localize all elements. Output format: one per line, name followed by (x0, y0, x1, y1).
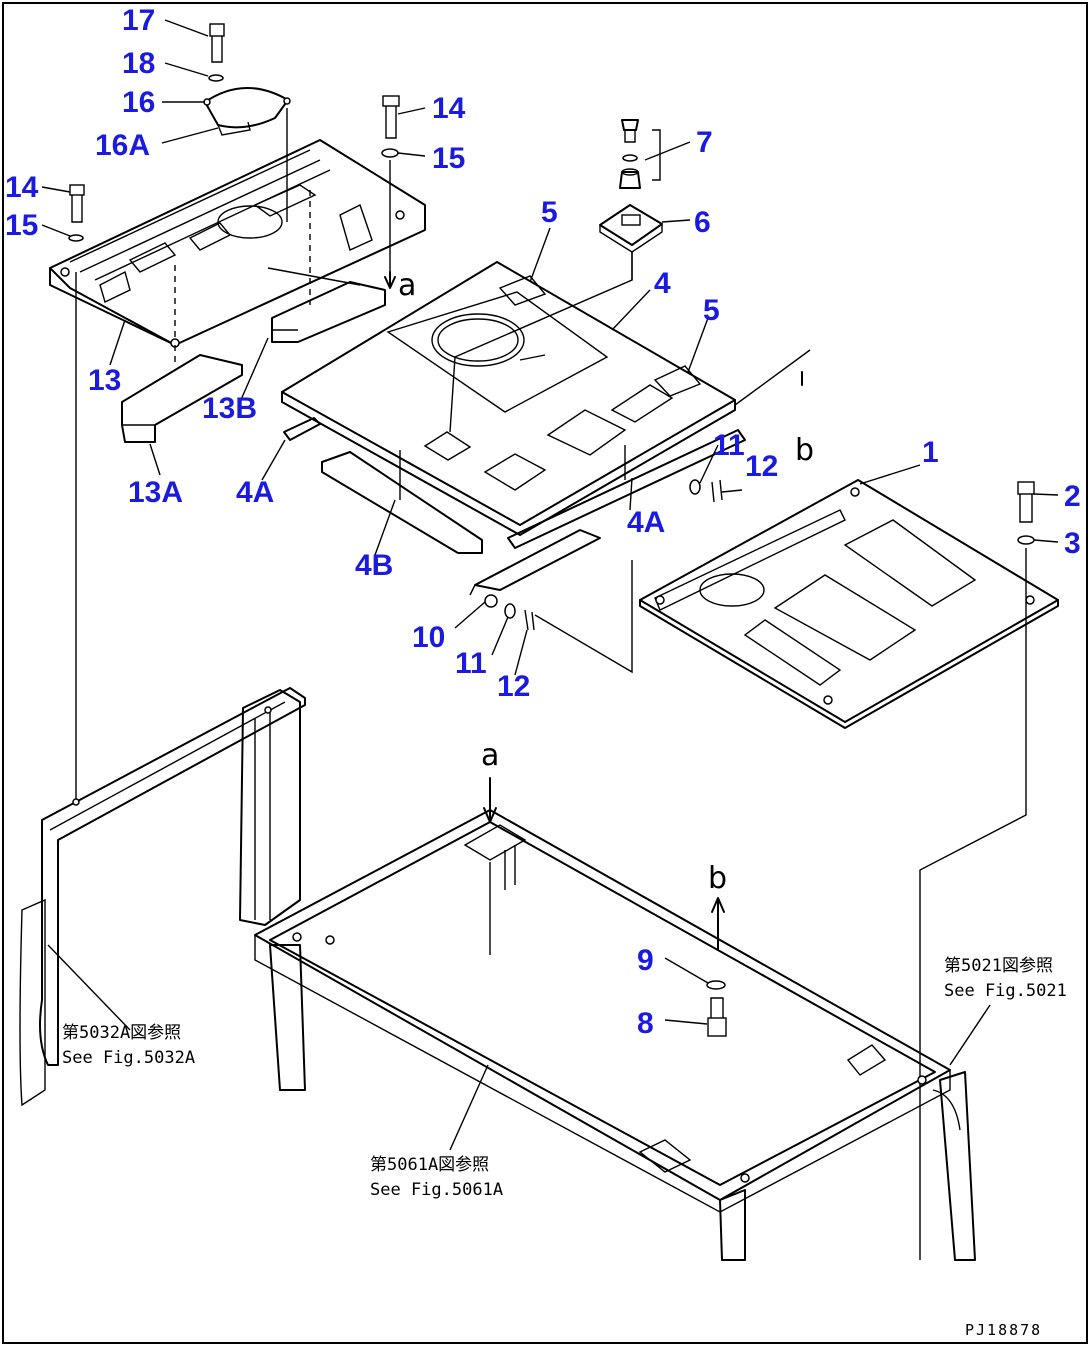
callout-4B: 4B (355, 549, 393, 582)
plate-bracket (469, 479, 723, 674)
callout-14-left: 14 (5, 171, 39, 204)
callout-9: 9 (637, 944, 654, 977)
ref-5061-en: See Fig.5061A (370, 1180, 503, 1200)
leader-b-line (734, 349, 811, 406)
reference-notes: 第5032A図参照 See Fig.5032A 第5061A図参照 See Fi… (62, 956, 1067, 1200)
callout-7: 7 (696, 126, 713, 159)
cab-frame-top-rect (254, 809, 951, 1213)
callout-16: 16 (122, 86, 155, 119)
part-6-mount (599, 204, 663, 280)
callout-16A: 16A (95, 129, 150, 162)
part-1-plate (639, 479, 1059, 729)
ref-5032-jp: 第5032A図参照 (62, 1023, 181, 1043)
part-13A-bracket (121, 345, 243, 443)
ref-5021-jp: 第5021図参照 (944, 956, 1053, 976)
cab-frame-front-pillar (19, 687, 306, 1107)
callout-5-top: 5 (541, 196, 558, 229)
callout-14-middle: 14 (432, 92, 466, 125)
callout-10: 10 (412, 621, 445, 654)
callout-12-upper: 12 (745, 450, 778, 483)
part-4B-strip (321, 450, 483, 554)
part-17-bolt (208, 23, 225, 82)
arrow-b-bottom (711, 897, 725, 951)
callout-labels: 17 18 16 16A 14 15 14 15 7 6 5 4 5 13 13… (5, 4, 1081, 1040)
ref-5021-en: See Fig.5021 (944, 981, 1067, 1001)
part-13-rear-cover (49, 139, 426, 348)
marker-b-top: b (795, 433, 814, 468)
callout-17: 17 (122, 4, 155, 37)
callout-8: 8 (637, 1007, 654, 1040)
part-4A-strips (283, 417, 746, 549)
callout-4A-right: 4A (627, 506, 665, 539)
ref-5061-jp: 第5061A図参照 (370, 1155, 489, 1175)
callout-13A: 13A (128, 476, 183, 509)
callout-11-lower: 11 (455, 647, 487, 680)
callout-11-upper: 11 (713, 429, 745, 462)
part-14-bolt-left (68, 184, 85, 800)
ref-leader-5021 (949, 1004, 991, 1066)
part-13B-bracket (271, 281, 386, 343)
callout-5-right: 5 (703, 294, 720, 327)
callout-15-left: 15 (5, 209, 38, 242)
callout-leaders (41, 19, 1059, 1025)
part-7-bolt-set (619, 119, 661, 189)
marker-a-bottom: a (481, 738, 499, 773)
arrow-a-bottom (483, 777, 497, 823)
callout-13B: 13B (202, 392, 257, 425)
part-2-bolt (919, 481, 1035, 1260)
callout-3: 3 (1064, 527, 1081, 560)
callout-18: 18 (122, 47, 155, 80)
callout-15-middle: 15 (432, 142, 465, 175)
drawing-code: PJ18878 (965, 1321, 1042, 1339)
part-14-bolt-middle (381, 95, 400, 289)
ref-leader-5032 (47, 944, 131, 1031)
callout-2: 2 (1064, 480, 1081, 513)
callout-4A-left: 4A (236, 476, 274, 509)
part-8-bolt (706, 980, 727, 1037)
callout-6: 6 (694, 206, 711, 239)
ref-leader-5061 (449, 1064, 489, 1151)
cab-frame-rear-pillars (269, 944, 976, 1261)
callout-4: 4 (654, 267, 671, 300)
callout-1: 1 (922, 436, 939, 469)
marker-b-bottom: b (708, 861, 727, 896)
flow-markers: a b a b (398, 268, 814, 896)
part-4-floor-plate (281, 252, 736, 536)
callout-13: 13 (88, 364, 121, 397)
callout-12-lower: 12 (497, 670, 530, 703)
marker-a-top: a (398, 268, 416, 303)
ref-5032-en: See Fig.5032A (62, 1048, 195, 1068)
part-16-cap-cover (203, 87, 291, 222)
